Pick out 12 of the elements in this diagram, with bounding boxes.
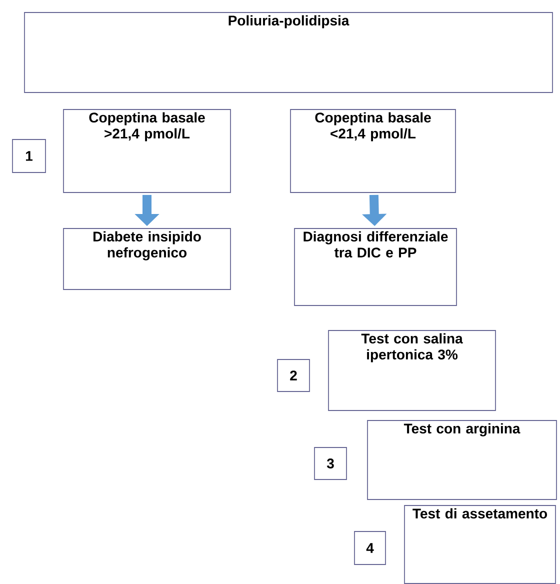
process-box: Copeptina basale >21,4 pmol/L: [63, 109, 231, 193]
process-box: Copeptina basale <21,4 pmol/L: [290, 109, 456, 193]
step-number-box: 1: [12, 139, 46, 173]
process-box: Test con salina ipertonica 3%: [328, 330, 496, 411]
process-box: Test con arginina: [367, 420, 557, 500]
step-number-box: 3: [314, 447, 347, 480]
step-number-box: 4: [354, 531, 386, 565]
process-box: Diagnosi differenziale tra DIC e PP: [294, 228, 457, 306]
process-box: Test di assetamento: [404, 505, 556, 584]
step-number-box: 2: [277, 359, 310, 392]
heading-box: Poliuria-polidipsia: [24, 12, 553, 93]
process-box: Diabete insipido nefrogenico: [63, 228, 231, 290]
